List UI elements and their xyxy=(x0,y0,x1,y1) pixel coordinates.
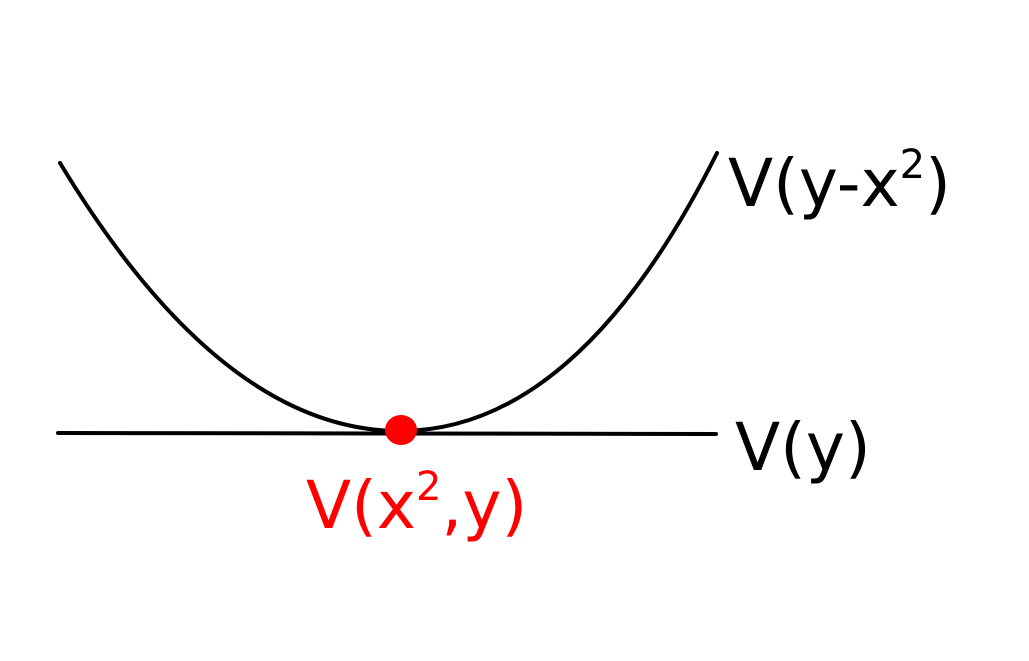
point-label-exponent: 2 xyxy=(416,464,441,510)
parabola-curve xyxy=(58,151,719,434)
line-label: V(y) xyxy=(735,409,871,486)
point-label: V(x2,y) xyxy=(306,464,527,544)
point-label-prefix: V(x xyxy=(306,467,416,544)
parabola-label: V(y-x2) xyxy=(728,142,951,222)
point-label-suffix: ,y) xyxy=(441,467,527,544)
parabola-label-suffix: ) xyxy=(925,145,951,222)
parabola-label-prefix: V(y-x xyxy=(728,145,900,222)
tangency-point xyxy=(385,415,417,445)
parabola-label-exponent: 2 xyxy=(900,142,925,188)
